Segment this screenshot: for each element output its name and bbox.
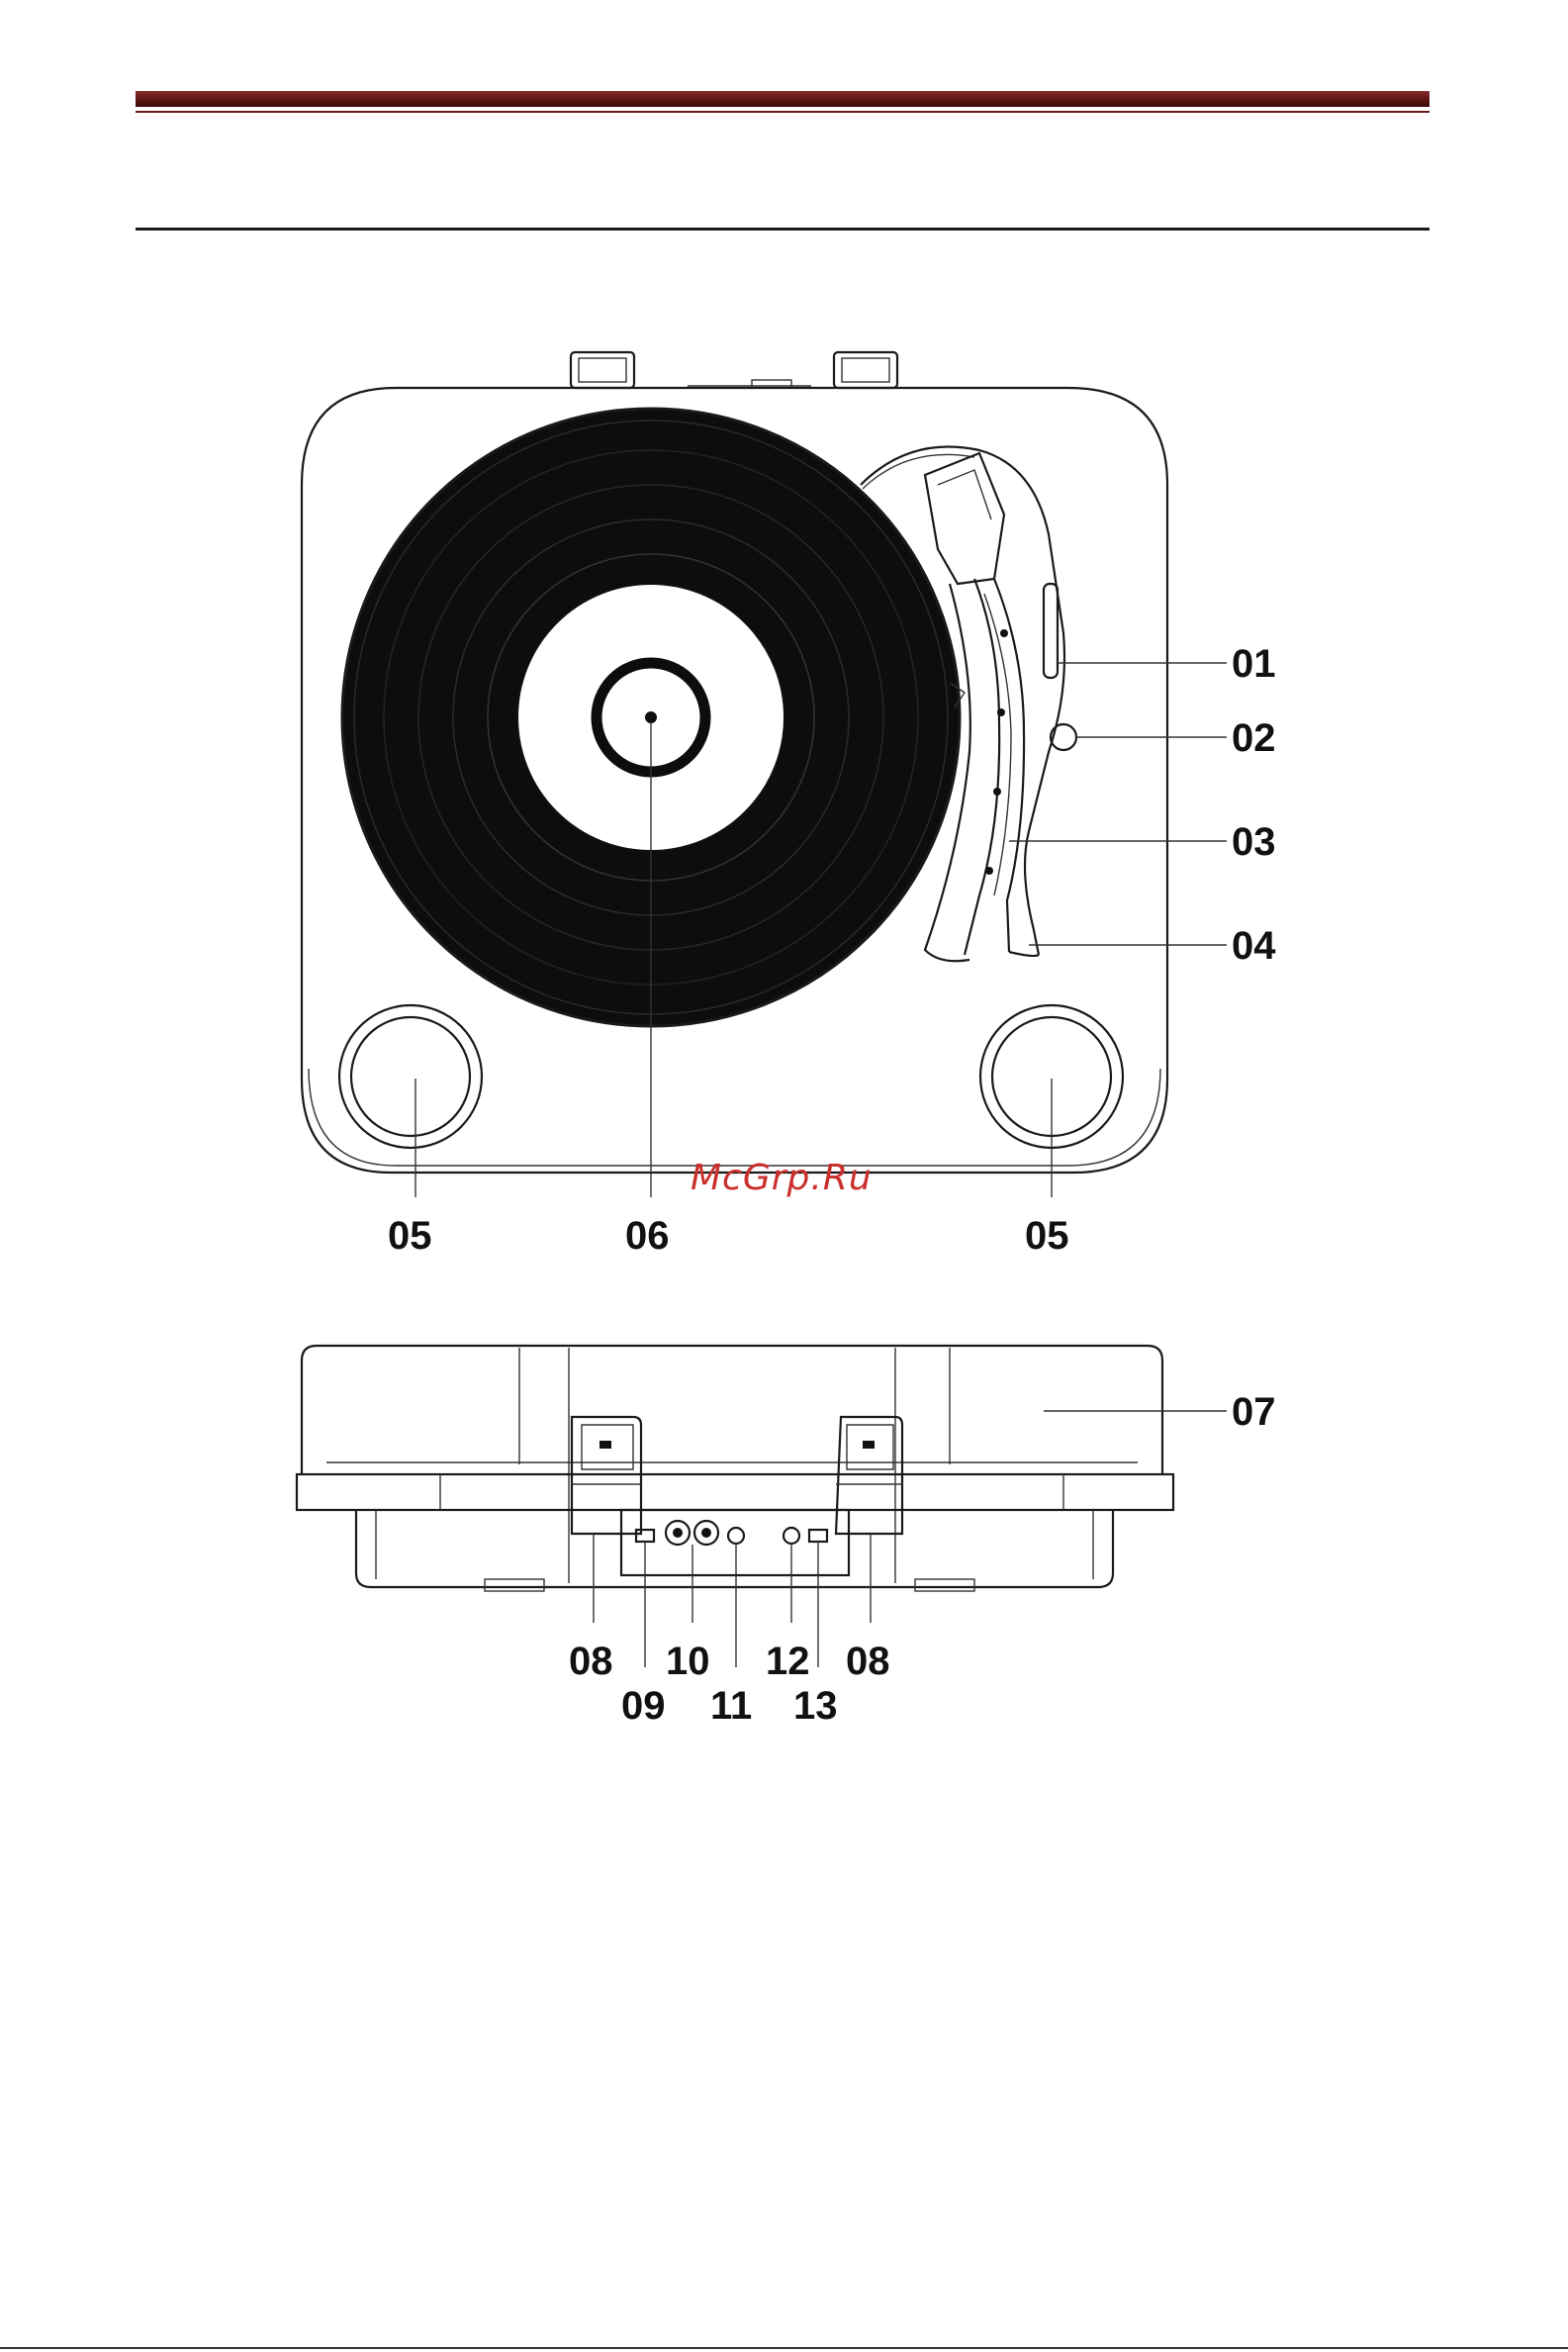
callout-11: 11 [710,1684,752,1728]
callout-02: 02 [1232,716,1276,760]
top-hinges [571,352,897,388]
callout-09: 09 [621,1684,666,1728]
callout-03: 03 [1232,820,1276,864]
callout-04: 04 [1232,924,1276,968]
speaker-left [339,1005,482,1148]
callout-12: 12 [766,1640,810,1683]
power-switch [636,1530,654,1542]
callout-05-left: 05 [388,1214,432,1258]
callout-08-left: 08 [569,1640,613,1683]
aux-jack [728,1528,744,1544]
callout-06: 06 [625,1214,670,1258]
callout-01: 01 [1232,642,1276,686]
turntable-rear-view [297,1346,1227,1667]
callout-05-right: 05 [1025,1214,1069,1258]
lid [302,1346,1162,1474]
cue-lever [1044,584,1058,678]
usb-port [809,1530,827,1542]
base-band [297,1474,1173,1510]
rca-outputs [666,1521,718,1545]
bottom-rule [0,2347,1568,2349]
dc-jack [784,1528,799,1544]
callout-10: 10 [666,1640,710,1683]
callout-13: 13 [793,1684,838,1728]
turntable-top-view [302,352,1227,1197]
watermark: McGrp.Ru [691,1158,873,1198]
speed-knob [1051,724,1076,750]
callout-07: 07 [1232,1390,1276,1434]
callout-08-right: 08 [846,1640,890,1683]
